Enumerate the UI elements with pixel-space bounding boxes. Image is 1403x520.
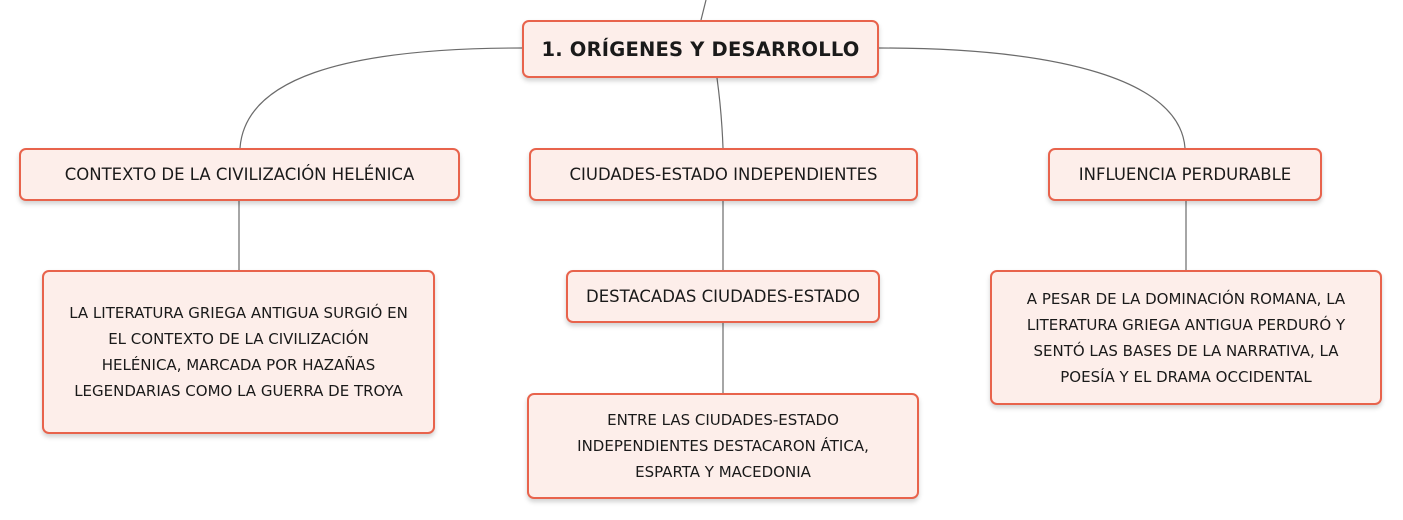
- connector-root-to-ciudades: [716, 77, 724, 149]
- topic-label: CIUDADES-ESTADO INDEPENDIENTES: [569, 165, 878, 184]
- text-line: LA LITERATURA GRIEGA ANTIGUA SURGIÓ EN: [69, 304, 408, 322]
- subtopic-atica-esparta-macedonia[interactable]: ENTRE LAS CIUDADES-ESTADO INDEPENDIENTES…: [527, 393, 919, 499]
- subtopic-text: LA LITERATURA GRIEGA ANTIGUA SURGIÓ EN E…: [69, 300, 408, 404]
- topic-influencia-perdurable[interactable]: INFLUENCIA PERDURABLE: [1048, 148, 1322, 201]
- subtopic-dominacion-romana[interactable]: A PESAR DE LA DOMINACIÓN ROMANA, LA LITE…: [990, 270, 1382, 405]
- text-line: ESPARTA Y MACEDONIA: [635, 463, 811, 481]
- text-line: HELÉNICA, MARCADA POR HAZAÑAS: [101, 356, 376, 374]
- text-line: LEGENDARIAS COMO LA GUERRA DE TROYA: [74, 382, 403, 400]
- topic-destacadas-ciudades-estado[interactable]: DESTACADAS CIUDADES-ESTADO: [566, 270, 880, 323]
- text-line: A PESAR DE LA DOMINACIÓN ROMANA, LA: [1026, 289, 1346, 308]
- connector-from-parent: [700, 0, 707, 21]
- topic-label: DESTACADAS CIUDADES-ESTADO: [585, 287, 861, 306]
- root-topic[interactable]: 1. ORÍGENES Y DESARROLLO: [522, 20, 879, 78]
- connector-root-to-influencia: [878, 47, 1186, 149]
- text-line: INDEPENDIENTES DESTACARON ÁTICA,: [577, 437, 869, 455]
- topic-label: INFLUENCIA PERDURABLE: [1078, 165, 1292, 184]
- topic-contexto-civilizacion-helenica[interactable]: CONTEXTO DE LA CIVILIZACIÓN HELÉNICA: [19, 148, 460, 201]
- topic-ciudades-estado-independientes[interactable]: CIUDADES-ESTADO INDEPENDIENTES: [529, 148, 918, 201]
- text-line: POESÍA Y EL DRAMA OCCIDENTAL: [1060, 367, 1312, 386]
- root-topic-label: 1. ORÍGENES Y DESARROLLO: [541, 37, 860, 61]
- text-line: ENTRE LAS CIUDADES-ESTADO: [607, 411, 839, 429]
- subtopic-text: ENTRE LAS CIUDADES-ESTADO INDEPENDIENTES…: [577, 407, 869, 485]
- connector-root-to-contexto: [239, 47, 523, 149]
- text-line: LITERATURA GRIEGA ANTIGUA PERDURÓ Y: [1026, 315, 1346, 334]
- subtopic-literatura-griega-contexto[interactable]: LA LITERATURA GRIEGA ANTIGUA SURGIÓ EN E…: [42, 270, 435, 434]
- subtopic-text: A PESAR DE LA DOMINACIÓN ROMANA, LA LITE…: [1027, 286, 1345, 390]
- text-line: SENTÓ LAS BASES DE LA NARRATIVA, LA: [1033, 341, 1339, 360]
- topic-label: CONTEXTO DE LA CIVILIZACIÓN HELÉNICA: [64, 165, 415, 184]
- text-line: EL CONTEXTO DE LA CIVILIZACIÓN: [108, 330, 369, 348]
